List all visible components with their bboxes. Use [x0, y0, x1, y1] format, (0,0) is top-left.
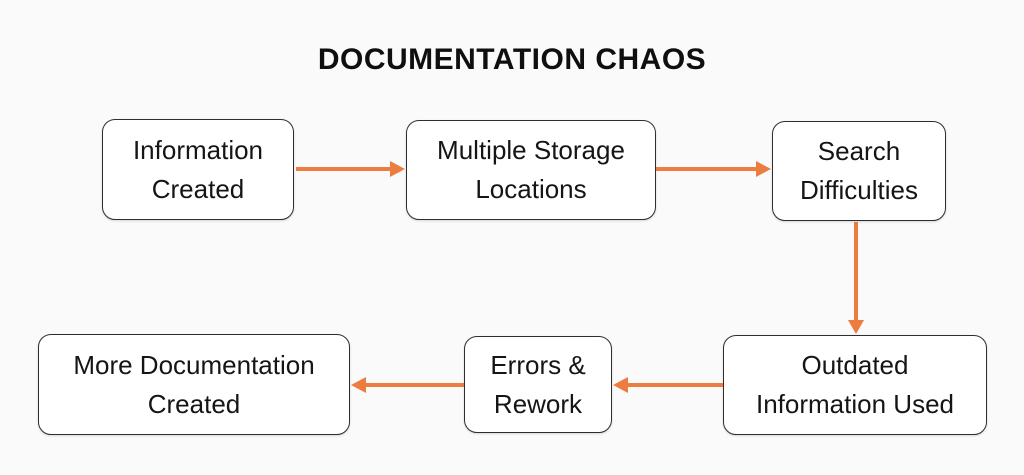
- node-label-line: Outdated: [801, 350, 909, 380]
- node-label-line: Errors &: [490, 349, 586, 380]
- node-label-line: Information Used: [756, 389, 954, 419]
- arrow-line: [854, 222, 858, 322]
- arrow-head-left-icon: [351, 377, 366, 393]
- node-label-line: Locations: [475, 174, 587, 204]
- arrow-search-to-outdated: [848, 222, 864, 334]
- node-outdated-information-used: Outdated Information Used: [723, 335, 987, 435]
- arrow-information-to-storage: [296, 161, 405, 177]
- arrow-line: [626, 383, 723, 387]
- node-label-line: Multiple Storage: [437, 135, 625, 165]
- arrow-storage-to-search: [656, 161, 771, 177]
- node-label-line: Information: [132, 134, 264, 165]
- arrow-outdated-to-errors: [613, 377, 723, 393]
- node-errors-rework: Errors & Rework: [464, 336, 612, 433]
- arrow-head-down-icon: [848, 320, 864, 334]
- node-label-line: Rework: [493, 388, 583, 419]
- arrow-line: [364, 383, 464, 387]
- node-search-difficulties: Search Difficulties: [772, 121, 946, 221]
- arrow-head-right-icon: [390, 161, 405, 177]
- node-label-line: Created: [147, 388, 241, 419]
- node-multiple-storage-locations: Multiple Storage Locations: [406, 120, 656, 220]
- arrow-head-right-icon: [756, 161, 771, 177]
- node-label-line: Created: [151, 173, 245, 204]
- node-information-created: Information Created: [102, 119, 294, 220]
- node-label-line: Difficulties: [799, 175, 918, 205]
- arrow-head-left-icon: [613, 377, 628, 393]
- node-more-documentation-created: More Documentation Created: [38, 334, 350, 435]
- node-label-line: Search: [817, 136, 901, 166]
- diagram-title: DOCUMENTATION CHAOS: [317, 43, 707, 76]
- arrow-errors-to-more-docs: [351, 377, 464, 393]
- arrow-line: [296, 167, 392, 171]
- arrow-line: [656, 167, 758, 171]
- node-label-line: More Documentation: [73, 349, 315, 380]
